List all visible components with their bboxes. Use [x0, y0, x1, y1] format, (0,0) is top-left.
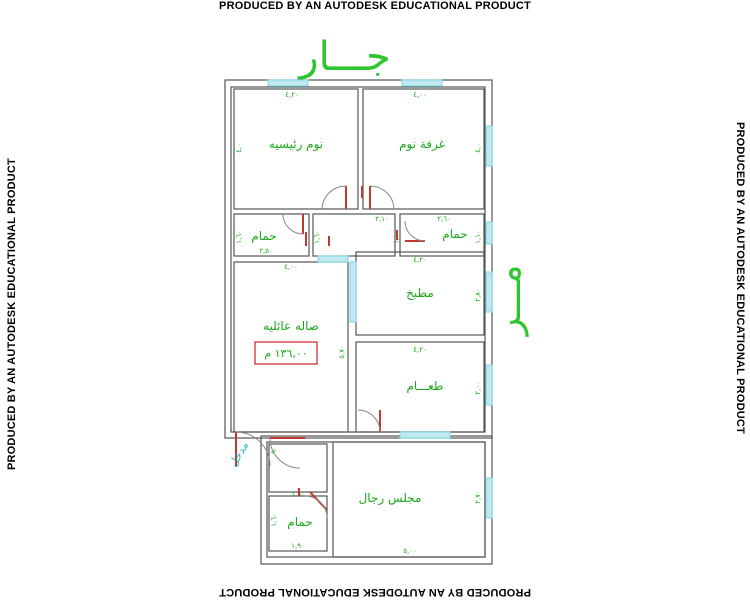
dim-bedroom-top: ٤,٠٠: [413, 91, 427, 99]
area-box: [254, 341, 318, 365]
room-label-dining: طعـــام: [407, 379, 444, 393]
dim-bath-right-top: ٢,٦٠: [437, 215, 451, 223]
room-label-majlis: مجلس رجال: [359, 491, 422, 506]
dim-bath-bottom-side: ١,٦٠: [270, 513, 278, 527]
room-label-master-bedroom: نوم رئيسيه: [269, 137, 323, 152]
dim-bath-right-side: ١,١٠: [474, 230, 482, 244]
dim-entry-small: ٩٠: [270, 446, 278, 454]
dim-bath-left-bottom: ٢,٥٠: [259, 247, 273, 255]
dim-hall-side: ٥,٧٠: [338, 345, 346, 359]
room-label-bath-left: حمام: [251, 229, 276, 243]
dim-bedroom-side: ٤,٠: [474, 143, 482, 153]
dim-corridor-side: ١,٦٠: [313, 230, 321, 244]
dim-kitchen-top: ٤,٢٠: [413, 256, 427, 264]
room-label-kitchen: مطبخ: [406, 286, 434, 300]
room-label-entrance: مدخل: [227, 439, 252, 469]
dim-dining-top: ٤,٢٠: [413, 346, 427, 354]
dim-corridor-top: ٢,١٠: [375, 215, 389, 223]
dim-kitchen-side: ٢,٨٠: [474, 288, 482, 302]
street-label: مـــر: [488, 265, 529, 338]
watermark-top: PRODUCED BY AN AUTODESK EDUCATIONAL PROD…: [219, 0, 531, 12]
area-value: ١٣٦,٠٠ م: [264, 347, 307, 360]
windows: [267, 79, 493, 519]
dim-master-side: ٤,٠: [235, 143, 243, 153]
dim-majlis-side: ٢,٧٠: [474, 490, 482, 504]
doors: [235, 185, 426, 519]
dim-bath-left-side: ١,٦٠: [235, 230, 243, 244]
neighbor-label: جـــار: [297, 34, 390, 80]
room-label-bedroom: غرفة نوم: [399, 137, 445, 152]
room-label-bath-bottom: حمام: [287, 515, 312, 529]
wall-ticks: [298, 186, 398, 496]
dim-master-top: ٤,٢٠: [285, 91, 299, 99]
room-label-family-hall: صاله عائليه: [263, 319, 319, 333]
dim-bath-bottom-bottom: ١,٩٠: [291, 542, 305, 550]
room-label-bath-right: حمام: [442, 227, 467, 241]
dimensions: ٤,٢٠ ٤,٠ ٤,٠٠ ٤,٠ ٢,٥٠ ١,٦٠ ٢,١٠ ١,٦٠ ١,…: [235, 91, 482, 555]
dim-hall-top: ٤,٠٠: [284, 263, 298, 271]
dim-majlis-bottom: ٥,٠٠: [403, 547, 417, 555]
dim-dining-side: ٢,٠٠: [474, 381, 482, 395]
